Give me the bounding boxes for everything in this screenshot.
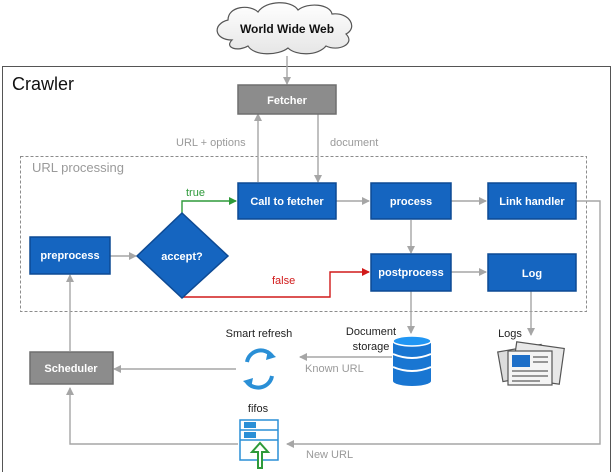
fifos-label: fifos [248,403,269,415]
scheduler-label: Scheduler [44,363,98,375]
logs-documents-icon [497,341,565,386]
log-label: Log [522,268,542,280]
url-options-label: URL + options [176,137,246,149]
postprocess-label: postprocess [378,267,443,279]
process-box: process [370,182,452,220]
process-label: process [390,196,432,208]
fetcher-label: Fetcher [267,95,307,107]
link-handler-label: Link handler [499,196,565,208]
postprocess-box: postprocess [370,253,452,292]
crawler-title: Crawler [12,74,74,94]
new-url-label: New URL [306,449,353,461]
call-to-fetcher-label: Call to fetcher [250,196,324,208]
fifos-folder-icon [239,419,279,469]
link-handler-box: Link handler [487,182,577,220]
fetcher-box: Fetcher [237,84,337,115]
document-label: document [330,137,378,149]
false-label: false [272,275,295,287]
log-box: Log [487,253,577,292]
document-storage-label-2: storage [353,341,390,353]
refresh-icon [243,348,276,390]
accept-decision: accept? [135,211,230,300]
cloud-label: World Wide Web [240,22,334,36]
call-to-fetcher-box: Call to fetcher [237,182,337,220]
smart-refresh-label: Smart refresh [226,328,293,340]
url-processing-label: URL processing [32,160,124,175]
scheduler-box: Scheduler [29,351,114,385]
arrow-new-url [286,200,601,448]
arrow-true [181,197,237,222]
arrow-fifos-to-scheduler [66,387,238,445]
known-url-label: Known URL [305,363,364,375]
crawler-frame [2,66,611,472]
preprocess-label: preprocess [40,250,99,262]
accept-label: accept? [161,251,203,263]
database-icon [392,335,432,386]
cloud-icon [216,2,353,55]
true-label: true [186,187,205,199]
preprocess-box: preprocess [29,236,111,275]
url-processing-region [20,156,587,312]
logs-label: Logs [498,328,522,340]
document-storage-label-1: Document [346,326,396,338]
